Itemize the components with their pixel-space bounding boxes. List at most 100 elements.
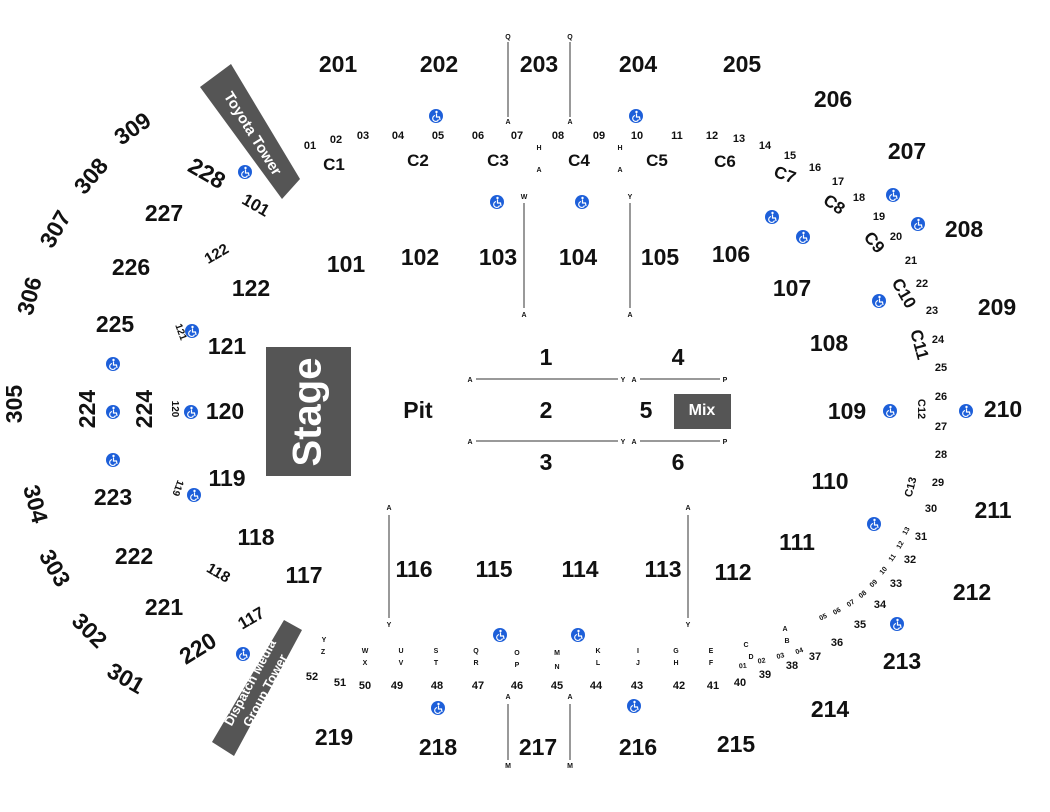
section-204[interactable]: 204	[619, 51, 658, 77]
section-117[interactable]: 117	[285, 562, 322, 588]
section-216[interactable]: 216	[619, 734, 657, 760]
box-38[interactable]: 38	[786, 660, 798, 672]
section-116[interactable]: 116	[395, 556, 432, 582]
box-17[interactable]: 17	[832, 176, 844, 188]
section-222[interactable]: 222	[115, 543, 153, 569]
section-115[interactable]: 115	[475, 556, 512, 582]
box-01[interactable]: 01	[304, 140, 316, 152]
section-105[interactable]: 105	[641, 244, 680, 270]
section-110[interactable]: 110	[811, 468, 848, 494]
box-30[interactable]: 30	[925, 503, 937, 515]
box-35[interactable]: 35	[854, 619, 866, 631]
section-121[interactable]: 121	[208, 333, 247, 359]
stage[interactable]	[266, 347, 351, 476]
box-25[interactable]: 25	[935, 362, 947, 374]
section-306[interactable]: 306	[12, 274, 47, 318]
section-112[interactable]: 112	[714, 559, 751, 585]
floor-section-4[interactable]: 4	[672, 344, 685, 370]
section-121-small[interactable]: 121	[172, 322, 188, 342]
sub-box-03[interactable]: 03	[776, 652, 785, 661]
box-05[interactable]: 05	[432, 130, 444, 142]
section-113[interactable]: 113	[644, 556, 681, 582]
section-227[interactable]: 227	[145, 200, 183, 226]
club-c8[interactable]: C8	[820, 190, 849, 218]
box-13[interactable]: 13	[733, 133, 745, 145]
box-28[interactable]: 28	[935, 449, 947, 461]
section-117-tower[interactable]: 117	[235, 603, 268, 633]
pit-label[interactable]: Pit	[403, 397, 433, 423]
sub-box-06[interactable]: 06	[832, 607, 842, 617]
box-04[interactable]: 04	[392, 130, 405, 142]
section-210[interactable]: 210	[984, 396, 1022, 422]
club-c11[interactable]: C11	[906, 328, 932, 362]
box-47[interactable]: 47	[472, 680, 484, 692]
section-307[interactable]: 307	[34, 206, 76, 252]
section-217[interactable]: 217	[519, 734, 557, 760]
section-221[interactable]: 221	[145, 594, 184, 620]
box-51[interactable]: 51	[334, 677, 346, 689]
section-107[interactable]: 107	[773, 275, 811, 301]
sub-box-05[interactable]: 05	[818, 613, 828, 623]
box-42[interactable]: 42	[673, 680, 685, 692]
section-104[interactable]: 104	[559, 244, 598, 270]
box-37[interactable]: 37	[809, 651, 821, 663]
section-120[interactable]: 120	[206, 398, 244, 424]
box-50[interactable]: 50	[359, 680, 371, 692]
section-106[interactable]: 106	[712, 241, 750, 267]
section-119[interactable]: 119	[208, 465, 245, 491]
box-36[interactable]: 36	[831, 637, 843, 649]
section-309[interactable]: 309	[109, 107, 155, 150]
section-303[interactable]: 303	[34, 545, 76, 591]
section-213[interactable]: 213	[883, 648, 921, 674]
sub-box-01[interactable]: 01	[739, 663, 747, 671]
box-29[interactable]: 29	[932, 477, 944, 489]
club-c12[interactable]: C12	[915, 399, 927, 419]
section-224-inner[interactable]: 224	[74, 390, 100, 429]
sub-box-10[interactable]: 10	[879, 566, 889, 577]
floor-section-6[interactable]: 6	[672, 449, 685, 475]
section-215[interactable]: 215	[717, 731, 756, 757]
sub-box-13[interactable]: 13	[902, 526, 912, 536]
box-15[interactable]: 15	[784, 150, 796, 162]
section-305[interactable]: 305	[1, 385, 27, 424]
box-22[interactable]: 22	[916, 278, 928, 290]
box-34[interactable]: 34	[874, 599, 887, 611]
section-223[interactable]: 223	[94, 484, 132, 510]
club-c2[interactable]: C2	[407, 151, 429, 170]
box-39[interactable]: 39	[759, 669, 771, 681]
section-118[interactable]: 118	[237, 524, 274, 550]
floor-section-3[interactable]: 3	[540, 449, 553, 475]
section-114[interactable]: 114	[561, 556, 598, 582]
section-122[interactable]: 122	[232, 275, 270, 301]
box-49[interactable]: 49	[391, 680, 403, 692]
club-c9[interactable]: C9	[860, 228, 889, 257]
box-16[interactable]: 16	[809, 162, 821, 174]
box-44[interactable]: 44	[590, 680, 603, 692]
box-21[interactable]: 21	[905, 255, 917, 267]
box-31[interactable]: 31	[915, 531, 927, 543]
section-302[interactable]: 302	[67, 608, 113, 654]
sub-box-12[interactable]: 12	[896, 540, 906, 550]
section-208[interactable]: 208	[945, 216, 984, 242]
section-308[interactable]: 308	[69, 153, 114, 199]
section-101-tower[interactable]: 101	[239, 190, 273, 221]
section-109[interactable]: 109	[828, 398, 866, 424]
section-205[interactable]: 205	[723, 51, 762, 77]
toyota-tower[interactable]	[200, 64, 300, 199]
box-52[interactable]: 52	[306, 671, 318, 683]
box-46[interactable]: 46	[511, 680, 523, 692]
section-214[interactable]: 214	[811, 696, 850, 722]
section-201[interactable]: 201	[319, 51, 358, 77]
section-219[interactable]: 219	[315, 724, 353, 750]
box-18[interactable]: 18	[853, 192, 865, 204]
section-119-small[interactable]: 119	[169, 478, 185, 497]
dispatch-media-group-tower[interactable]	[212, 620, 302, 756]
box-09[interactable]: 09	[593, 130, 605, 142]
box-33[interactable]: 33	[890, 578, 902, 590]
box-12[interactable]: 12	[706, 130, 718, 142]
section-108[interactable]: 108	[810, 330, 849, 356]
box-03[interactable]: 03	[357, 130, 369, 142]
club-c1[interactable]: C1	[323, 155, 345, 174]
sub-box-09[interactable]: 09	[869, 579, 880, 590]
club-c6[interactable]: C6	[714, 152, 736, 171]
